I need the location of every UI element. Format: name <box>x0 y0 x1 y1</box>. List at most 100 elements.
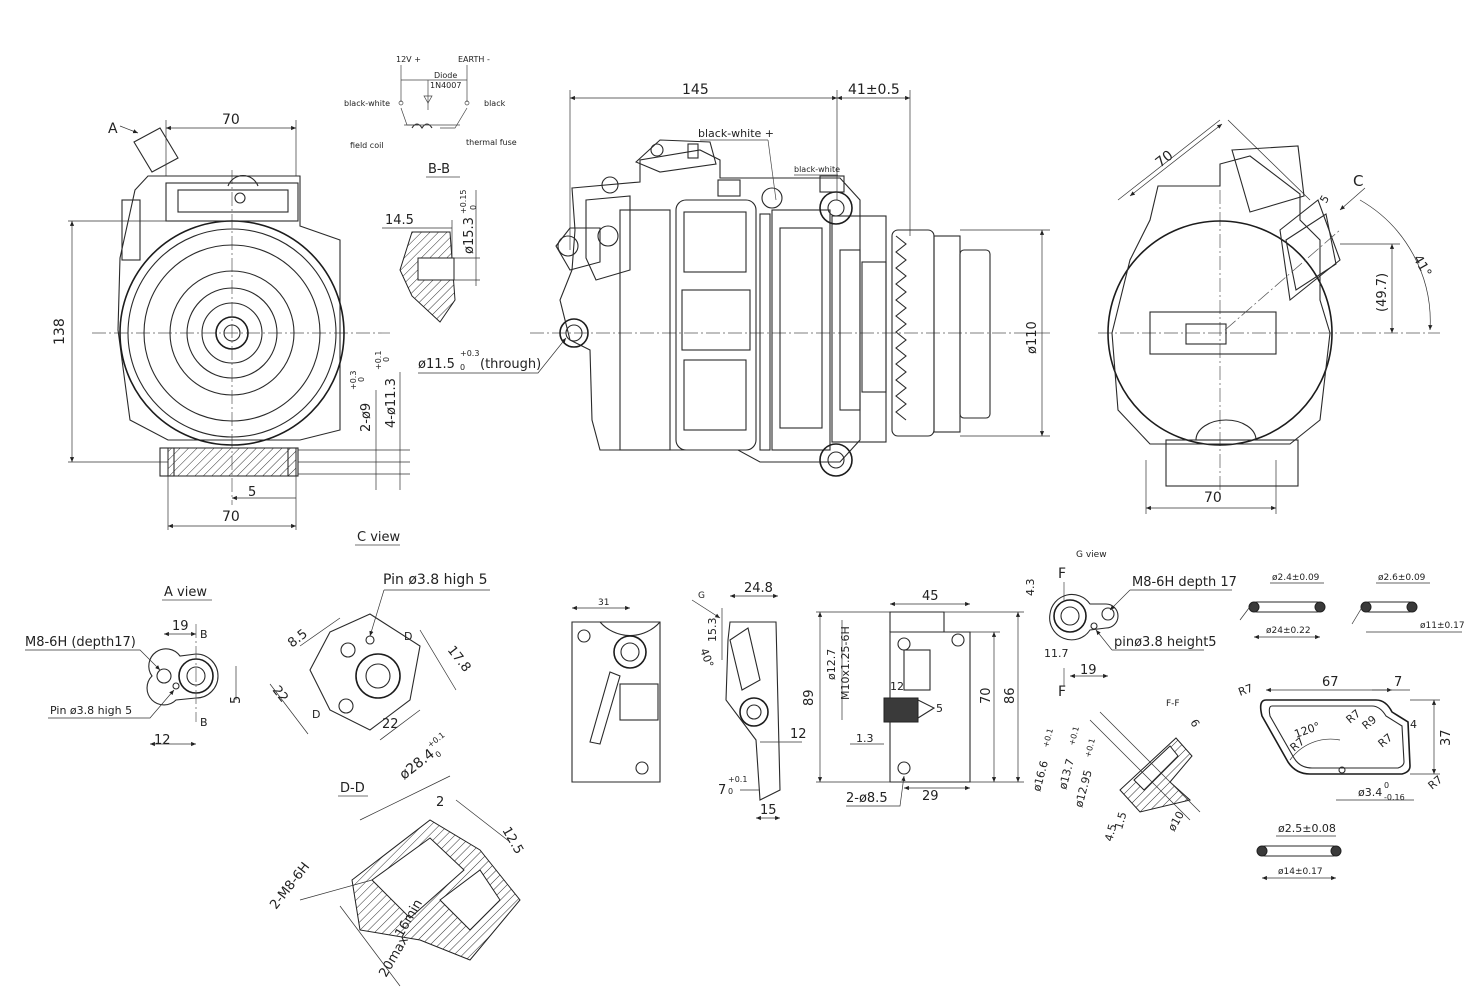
g-view-dim-4-3: 4.3 <box>1024 579 1037 597</box>
front-arrow-a-label: A <box>108 121 118 137</box>
g-view-f-bottom: F <box>1058 684 1066 700</box>
main-label-black-white-small: black-white <box>794 165 840 174</box>
front-dim-2-9-sub: 0 <box>357 377 366 382</box>
a-view-m8-label: M8-6H (depth17) <box>25 635 136 650</box>
wiring-diode-label: Diode <box>434 71 457 80</box>
dd-dim-28-4-sub: 0 <box>434 749 444 759</box>
o-rings: ø2.4±0.09 ø24±0.22 ø2.6±0.09 ø11±0.17 ø2… <box>1239 573 1465 881</box>
g-view-f-top: F <box>1058 566 1066 582</box>
front-dim-4-11-sup: +0.1 <box>374 351 383 370</box>
block-dim-12-7: ø12.7 <box>825 649 838 680</box>
block-dim-m10: M10x1.25-6H <box>839 626 852 700</box>
dd-dim-20max: 20max <box>376 933 412 980</box>
rear-dim-41deg: 41° <box>1410 253 1435 280</box>
dd-dim-12-5: 12.5 <box>499 825 526 858</box>
wiring-12v-label: 12V + <box>396 55 421 64</box>
c-d-label-top: D <box>404 630 412 643</box>
ff-tol-sup-3: +0.1 <box>1083 737 1097 758</box>
section-dd: D-D ø28.4 +0.1 0 2 12.5 2-M8-6H 16min 20… <box>267 731 526 987</box>
ff-dim-1-5: 1.5 <box>1112 811 1129 831</box>
gasket-dim-4: 4 <box>1410 718 1417 731</box>
gasket-dim-3-4-sup: 0 <box>1384 781 1389 790</box>
ff-dim-10: ø10 <box>1165 809 1187 833</box>
oring2-dia-label: ø11±0.17 <box>1420 621 1465 631</box>
front-dim-4-11: 4-ø11.3 <box>384 378 399 428</box>
ff-tol-sup-2: +0.1 <box>1067 725 1081 746</box>
c-d-label-bottom: D <box>312 708 320 721</box>
g-view: G view F F 4.3 M8-6H depth 17 pinø3.8 he… <box>1024 550 1237 700</box>
c-dim-22-b: 22 <box>382 717 399 732</box>
front-view: 70 A 138 2-ø9 +0.3 0 4-ø11.3 +0.1 0 5 70 <box>52 112 410 530</box>
rear-view: 70 C 5 41° (49.7) 70 <box>1098 119 1440 514</box>
c-dim-8-5: 8.5 <box>285 627 311 652</box>
block-dim-86: 86 <box>1003 687 1018 704</box>
ff-tol-sup-1: +0.1 <box>1041 727 1055 748</box>
a-view-b-bottom: B <box>200 716 208 729</box>
front-dim-2-9: 2-ø9 <box>359 403 374 432</box>
wiring-black-white-label: black-white <box>344 99 390 108</box>
ff-dim-16-6: ø16.6 <box>1030 759 1051 793</box>
front-dim-70-top: 70 <box>222 112 240 128</box>
dd-dim-2: 2 <box>436 795 444 810</box>
oring1-dia-label: ø24±0.22 <box>1266 626 1311 636</box>
main-label-black-white: black-white + <box>698 127 774 140</box>
block-dim-5: 5 <box>936 702 943 715</box>
block-dim-2-8-5: 2-ø8.5 <box>846 791 888 806</box>
a-view-title: A view <box>164 585 207 600</box>
block-dim-40deg: 40° <box>697 647 716 670</box>
rear-dim-70-diag: 70 <box>1153 148 1177 172</box>
block-views: 31 24.8 G 15.3 40° 12 7 +0.1 0 15 45 <box>571 581 1024 821</box>
ff-dim-4-5: 4.5 <box>1102 823 1119 843</box>
g-view-pin-label: pinø3.8 height5 <box>1114 635 1217 650</box>
wiring-diagram: 12V + EARTH - Diode 1N4007 black-white b… <box>344 55 517 150</box>
bb-dim-15-3-sup: +0.15 <box>459 189 468 214</box>
front-dim-4-11-sub: 0 <box>382 357 391 362</box>
block-dim-89: 89 <box>802 689 817 706</box>
main-dim-110: ø110 <box>1025 321 1040 354</box>
c-view-pin-label: Pin ø3.8 high 5 <box>383 572 488 588</box>
a-view-b-top: B <box>200 628 208 641</box>
block-label-g: G <box>698 591 705 601</box>
dd-dim-28-4: ø28.4 <box>397 746 438 783</box>
main-dim-145: 145 <box>682 82 709 98</box>
c-view: C view Pin ø3.8 high 5 8.5 17.8 22 22 D … <box>269 530 490 741</box>
g-view-dim-19: 19 <box>1080 663 1097 678</box>
gasket-dim-37: 37 <box>1439 729 1454 746</box>
block-dim-7-sub: 0 <box>728 787 733 796</box>
gasket-dim-r9: R9 <box>1360 713 1380 732</box>
g-view-title: G view <box>1076 550 1107 560</box>
gasket-dim-3-4-sub: -0.16 <box>1384 793 1405 802</box>
oring2-wire-label: ø2.6±0.09 <box>1378 573 1426 583</box>
dd-m8-label: 2-M8-6H <box>267 860 313 913</box>
block-dim-7: 7 <box>718 783 726 798</box>
a-view-dim-12: 12 <box>154 733 171 748</box>
front-dim-138: 138 <box>52 318 68 345</box>
oring3-wire-label: ø2.5±0.08 <box>1278 822 1336 835</box>
a-view-dim-5: 5 <box>229 696 244 704</box>
front-dim-2-9-sup: +0.3 <box>349 371 358 390</box>
block-dim-31: 31 <box>598 598 609 608</box>
wiring-diode-part: 1N4007 <box>430 81 461 90</box>
dd-dim-28-4-sup: +0.1 <box>426 731 447 750</box>
block-dim-7-sup: +0.1 <box>728 775 747 784</box>
block-dim-1-3: 1.3 <box>856 732 874 745</box>
g-view-dim-11-7: 11.7 <box>1044 647 1069 660</box>
main-hole-tol-sub: 0 <box>460 363 465 372</box>
main-side-view: 145 41±0.5 ø110 black-white + black-whit… <box>418 82 1050 477</box>
front-dim-5: 5 <box>248 485 256 500</box>
block-dim-12-left: 12 <box>790 727 807 742</box>
g-view-m8-label: M8-6H depth 17 <box>1132 575 1237 590</box>
gasket: 67 7 R7 R7 R9 R7 R7 R7 120° 4 37 ø3.4 0 … <box>1237 675 1454 802</box>
bb-dim-14-5: 14.5 <box>385 213 414 228</box>
ff-dim-13-7: ø13.7 <box>1056 757 1077 791</box>
block-dim-12-right: 12 <box>890 680 904 693</box>
oring1-wire-label: ø2.4±0.09 <box>1272 573 1320 583</box>
block-dim-24-8: 24.8 <box>744 581 773 596</box>
rear-dim-49-7: (49.7) <box>1375 273 1390 312</box>
wiring-field-coil-label: field coil <box>350 141 384 150</box>
a-view-dim-19: 19 <box>172 619 189 634</box>
section-dd-title: D-D <box>340 781 365 796</box>
block-dim-15-3: 15.3 <box>706 618 719 643</box>
block-dim-15: 15 <box>760 803 777 818</box>
